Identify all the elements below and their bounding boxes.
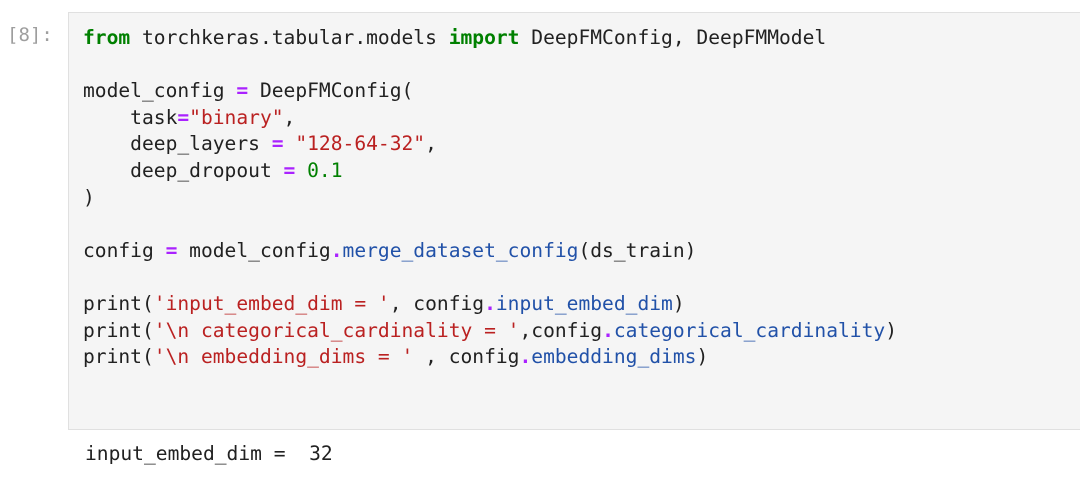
code-token [284,132,296,155]
code-line [83,264,897,291]
code-token: ) [696,345,709,369]
code-line: task="binary", [83,105,897,132]
code-token: ) [885,318,897,342]
code-token: input_embed_dim [495,291,673,315]
code-token: deep_layers [83,132,272,156]
code-token: , [283,105,296,129]
code-token: 'input_embed_dim = ' [153,291,390,315]
code-token: print( [83,318,154,342]
code-token: (ds_train) [578,238,697,262]
execution-count-prompt: [8]: [7,24,53,46]
code-line: from torchkeras.tabular.models import De… [83,25,897,52]
code-token: model_config [83,79,237,103]
code-line: deep_layers = "128-64-32", [83,131,897,158]
code-line [83,52,897,79]
code-token: config [83,238,166,262]
code-token: model_config [177,238,331,262]
code-token: task [83,105,178,129]
code-editor[interactable]: from torchkeras.tabular.models import De… [83,25,897,371]
code-token: . [330,238,343,262]
code-token: ) [83,185,95,209]
code-token: . [602,318,614,342]
code-token: print( [83,345,154,369]
code-token: import [448,26,520,49]
code-token: merge_dataset_config [342,238,579,262]
code-token: , config [413,345,520,369]
code-line: print('\n embedding_dims = ' , config.em… [83,344,897,371]
code-token: print( [83,291,154,315]
code-token [295,159,307,182]
code-token: deep_dropout [83,158,284,182]
code-token: 0.1 [307,158,343,182]
code-token: DeepFMConfig( [248,79,414,103]
code-line: config = model_config.merge_dataset_conf… [83,238,897,265]
code-token: ) [672,291,685,315]
code-token: = [271,132,284,156]
code-token: = [283,158,296,182]
code-line: deep_dropout = 0.1 [83,158,897,185]
code-token: . [484,291,496,315]
code-token: categorical_cardinality [613,318,886,342]
code-line: print('\n categorical_cardinality = ',co… [83,318,897,345]
code-input-area[interactable]: from torchkeras.tabular.models import De… [68,12,1080,430]
code-token: , config [389,291,485,315]
code-line: model_config = DeepFMConfig( [83,78,897,105]
code-token: from [83,26,131,49]
code-token: '\n embedding_dims = ' [153,345,414,369]
code-line [83,211,897,238]
code-token: torchkeras.tabular.models [130,26,449,49]
code-token: embedding_dims [531,345,697,369]
code-token: = [165,238,178,262]
code-line: print('input_embed_dim = ', config.input… [83,291,897,318]
code-token: . [519,345,532,369]
code-line: ) [83,185,897,212]
code-token: = [236,79,249,103]
code-token: ,config [519,318,603,342]
code-token: "128-64-32" [295,132,426,156]
code-token: "binary" [189,105,284,129]
code-token: '\n categorical_cardinality = ' [153,318,520,342]
cell-output: input_embed_dim = 32 [85,442,333,465]
code-token: = [177,105,190,129]
code-token: DeepFMConfig, DeepFMModel [519,26,827,49]
code-token: , [425,132,437,156]
